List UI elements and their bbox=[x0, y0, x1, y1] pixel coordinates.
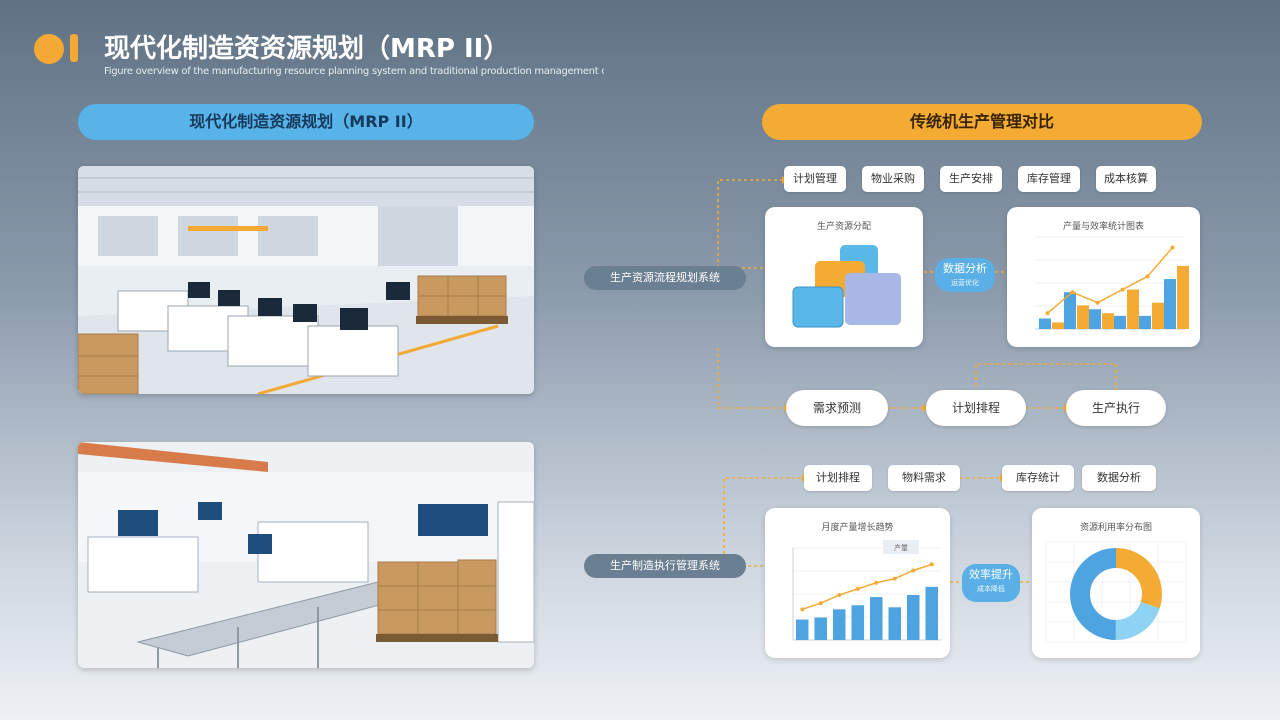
bar bbox=[907, 595, 920, 640]
trend-point bbox=[818, 601, 823, 606]
logo-circle bbox=[34, 34, 64, 64]
resource-utilization-title: 资源利用率分布图 bbox=[1079, 523, 1152, 533]
flow1-step-purchase: 物业采购 bbox=[862, 166, 924, 192]
bar bbox=[1139, 315, 1151, 329]
trend-point bbox=[1095, 300, 1100, 305]
trend-point bbox=[1045, 311, 1050, 316]
data-analysis-badge: 数据分析 运营优化 bbox=[935, 258, 995, 292]
flow3-step-analysis: 数据分析 bbox=[1082, 465, 1156, 491]
bar bbox=[1089, 309, 1101, 329]
bar bbox=[925, 586, 938, 640]
page-title: 现代化制造资资源规划（MRP II） bbox=[104, 34, 510, 64]
bar bbox=[1052, 322, 1064, 329]
trend-point bbox=[929, 562, 934, 567]
bar bbox=[1114, 315, 1126, 329]
trend-point bbox=[874, 580, 879, 585]
flow1-step-schedule: 生产安排 bbox=[940, 166, 1002, 192]
flow1-side-label: 生产资源流程规划系统 bbox=[584, 266, 746, 290]
bar bbox=[851, 605, 864, 640]
flow3-step-inventory: 库存统计 bbox=[1002, 465, 1074, 491]
resource-utilization-card: 资源利用率分布图 bbox=[1032, 508, 1200, 658]
trend-line bbox=[1047, 247, 1174, 314]
logo-bar bbox=[70, 34, 78, 62]
bar bbox=[1164, 279, 1176, 329]
output-efficiency-chart-title: 产量与效率统计图表 bbox=[1062, 222, 1144, 232]
bar bbox=[796, 619, 809, 640]
monthly-growth-chart-title: 月度产量增长趋势 bbox=[821, 523, 894, 533]
trend-point bbox=[1120, 287, 1125, 292]
bar bbox=[1127, 289, 1139, 329]
flow2-node-execution: 生产执行 bbox=[1066, 390, 1166, 426]
bar bbox=[1177, 265, 1189, 329]
bar bbox=[1077, 305, 1089, 329]
left-section-header: 现代化制造资源规划（MRP II） bbox=[78, 104, 534, 140]
bar bbox=[1064, 292, 1076, 329]
flow1-step-plan: 计划管理 bbox=[784, 166, 846, 192]
output-efficiency-chart-card: 产量与效率统计图表 bbox=[1007, 207, 1200, 347]
trend-point bbox=[911, 568, 916, 573]
flow1-step-costing: 成本核算 bbox=[1096, 166, 1156, 192]
bar bbox=[870, 597, 883, 640]
donut-slice bbox=[1070, 548, 1162, 640]
bar bbox=[1039, 318, 1051, 329]
flow2-node-forecast: 需求预测 bbox=[786, 390, 888, 426]
efficiency-badge-main: 效率提升 bbox=[969, 568, 1013, 581]
flow3-side-label: 生产制造执行管理系统 bbox=[584, 554, 746, 578]
bar bbox=[888, 607, 901, 640]
efficiency-badge-sub: 成本降低 bbox=[977, 585, 1005, 593]
trend-point bbox=[837, 593, 842, 598]
efficiency-badge: 效率提升 成本降低 bbox=[962, 564, 1020, 602]
output-efficiency-chart bbox=[1035, 236, 1189, 330]
legend-box bbox=[883, 540, 919, 554]
trend-point bbox=[855, 586, 860, 591]
donut-slice bbox=[1070, 548, 1162, 640]
trend-line bbox=[802, 563, 932, 611]
trend-point bbox=[1170, 245, 1175, 250]
factory-photo-workstations bbox=[78, 166, 534, 394]
trend-point bbox=[800, 607, 805, 612]
data-analysis-badge-sub: 运营优化 bbox=[951, 279, 979, 287]
flow2-node-scheduling: 计划排程 bbox=[926, 390, 1026, 426]
trend-point bbox=[892, 576, 897, 581]
bar bbox=[1152, 302, 1164, 329]
bar bbox=[1102, 313, 1114, 329]
bar bbox=[833, 609, 846, 640]
page-subtitle: Figure overview of the manufacturing res… bbox=[104, 66, 604, 77]
trend-point bbox=[1070, 290, 1075, 295]
monthly-growth-chart-card: 月度产量增长趋势 产量 bbox=[765, 508, 950, 658]
bar bbox=[814, 617, 827, 640]
data-analysis-badge-main: 数据分析 bbox=[943, 262, 987, 275]
resource-utilization-donut bbox=[1045, 541, 1187, 643]
flow3-step-scheduling: 计划排程 bbox=[804, 465, 872, 491]
flow1-step-inventory: 库存管理 bbox=[1018, 166, 1080, 192]
right-section-header: 传统机生产管理对比 bbox=[762, 104, 1202, 140]
flow3-step-material: 物料需求 bbox=[888, 465, 960, 491]
resource-blocks-graphic bbox=[792, 245, 901, 328]
resource-allocation-title: 生产资源分配 bbox=[816, 222, 871, 232]
factory-photo-conveyor bbox=[78, 442, 534, 668]
monthly-growth-chart: 产量 bbox=[792, 540, 941, 641]
trend-point bbox=[1145, 274, 1150, 279]
resource-allocation-card: 生产资源分配 bbox=[765, 207, 923, 347]
